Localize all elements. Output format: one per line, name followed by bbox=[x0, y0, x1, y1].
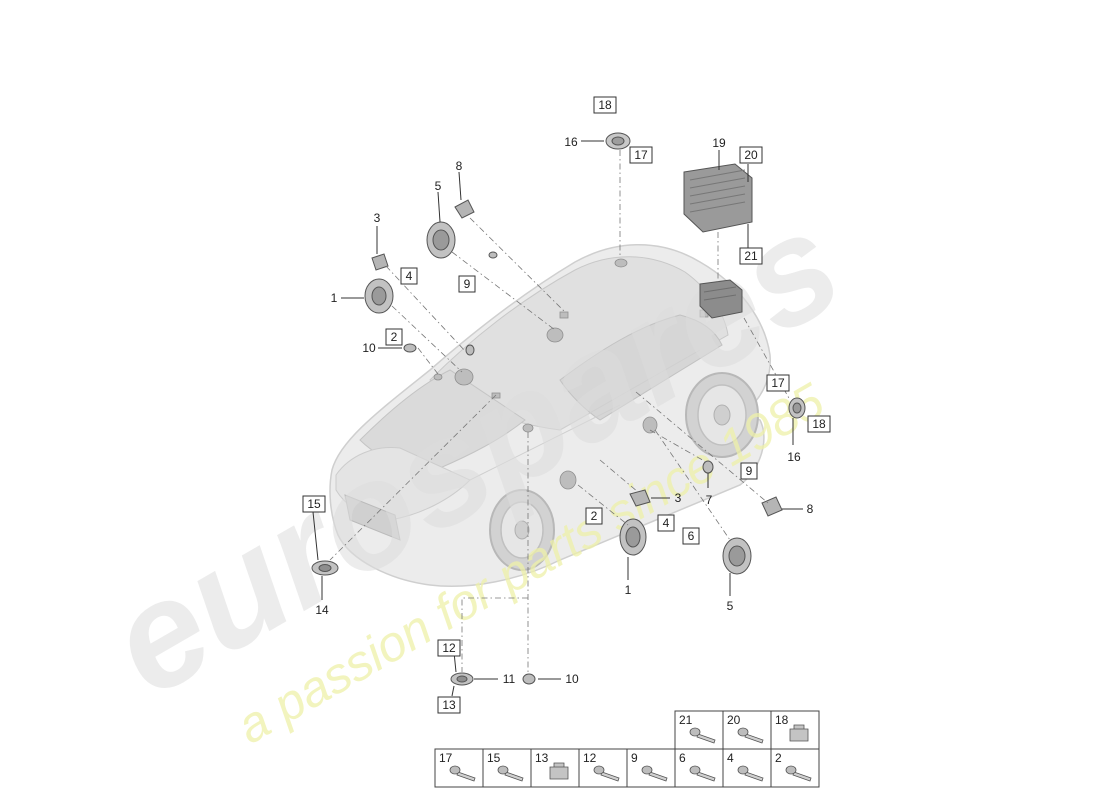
callout-17-top[interactable]: 17 bbox=[634, 148, 648, 162]
callout-5-left[interactable]: 5 bbox=[435, 179, 442, 193]
callout-10-bottom[interactable]: 10 bbox=[565, 672, 579, 686]
speaker-1-bottom[interactable] bbox=[619, 518, 647, 556]
clip-nut-icon bbox=[549, 762, 569, 780]
screw-icon bbox=[737, 727, 764, 744]
fastener-label: 21 bbox=[679, 713, 693, 727]
screw-icon bbox=[737, 765, 764, 782]
speaker-1-left[interactable] bbox=[364, 278, 394, 314]
callout-18-right[interactable]: 18 bbox=[812, 417, 826, 431]
bracket-3-mid[interactable] bbox=[629, 489, 651, 507]
speaker-5-bottom[interactable] bbox=[722, 537, 752, 575]
fastener-cell-21[interactable]: 21 bbox=[674, 710, 724, 750]
callout-boxes bbox=[302, 96, 831, 714]
screw-icon bbox=[449, 765, 476, 782]
callout-1-left[interactable]: 1 bbox=[331, 291, 338, 305]
callout-3-mid[interactable]: 3 bbox=[675, 491, 682, 505]
clip-7[interactable] bbox=[702, 460, 714, 474]
fastener-label: 6 bbox=[679, 751, 686, 765]
fastener-cell-6[interactable]: 6 bbox=[674, 748, 724, 788]
fastener-label: 9 bbox=[631, 751, 638, 765]
installed-speakers bbox=[433, 258, 709, 490]
speaker-14[interactable] bbox=[311, 560, 339, 576]
callout-19[interactable]: 19 bbox=[712, 136, 726, 150]
callout-17-right[interactable]: 17 bbox=[771, 376, 785, 390]
fastener-label: 17 bbox=[439, 751, 453, 765]
fastener-label: 4 bbox=[727, 751, 734, 765]
callout-4-mid[interactable]: 4 bbox=[663, 516, 670, 530]
clip-nut-icon bbox=[789, 724, 809, 742]
callout-9-left[interactable]: 9 bbox=[464, 277, 471, 291]
bracket-3-left[interactable] bbox=[371, 253, 389, 271]
callout-18-top[interactable]: 18 bbox=[598, 98, 612, 112]
car-side-window bbox=[559, 314, 723, 421]
fastener-cell-4[interactable]: 4 bbox=[722, 748, 772, 788]
clip-10-bottom[interactable] bbox=[522, 673, 536, 685]
callout-16-right[interactable]: 16 bbox=[787, 450, 801, 464]
clip-10-left[interactable] bbox=[403, 343, 417, 353]
fastener-cell-12[interactable]: 12 bbox=[578, 748, 628, 788]
callout-13[interactable]: 13 bbox=[442, 698, 456, 712]
screw-icon bbox=[497, 765, 524, 782]
callout-20[interactable]: 20 bbox=[744, 148, 758, 162]
speaker-11[interactable] bbox=[450, 672, 474, 686]
clip-9-left[interactable] bbox=[488, 251, 498, 259]
callout-1-bottom[interactable]: 1 bbox=[625, 583, 632, 597]
fastener-label: 13 bbox=[535, 751, 549, 765]
callout-8-left[interactable]: 8 bbox=[456, 159, 463, 173]
callout-6[interactable]: 6 bbox=[688, 529, 695, 543]
fastener-cell-13[interactable]: 13 bbox=[530, 748, 580, 788]
callout-9-right[interactable]: 9 bbox=[746, 464, 753, 478]
car-grille bbox=[344, 494, 401, 541]
fastener-label: 12 bbox=[583, 751, 597, 765]
screw-icon bbox=[785, 765, 812, 782]
screw-icon bbox=[641, 765, 668, 782]
fastener-cell-15[interactable]: 15 bbox=[482, 748, 532, 788]
callout-16-top[interactable]: 16 bbox=[564, 135, 578, 149]
callout-2-mid[interactable]: 2 bbox=[591, 509, 598, 523]
callout-2-left[interactable]: 2 bbox=[391, 330, 398, 344]
fastener-cell-18[interactable]: 18 bbox=[770, 710, 820, 750]
rear-wheel bbox=[685, 372, 759, 458]
screw-icon bbox=[689, 765, 716, 782]
callout-14[interactable]: 14 bbox=[315, 603, 329, 617]
callout-3-left[interactable]: 3 bbox=[374, 211, 381, 225]
fastener-label: 2 bbox=[775, 751, 782, 765]
fastener-cell-17[interactable]: 17 bbox=[434, 748, 484, 788]
speaker-16-right[interactable] bbox=[788, 397, 806, 419]
fastener-cell-20[interactable]: 20 bbox=[722, 710, 772, 750]
callout-15[interactable]: 15 bbox=[307, 497, 321, 511]
front-wheel bbox=[489, 489, 555, 571]
callout-labels: 18 16 17 19 20 21 8 5 3 4 9 1 2 10 17 18… bbox=[307, 98, 826, 712]
callout-10-left[interactable]: 10 bbox=[362, 341, 376, 355]
leader-lines bbox=[312, 140, 803, 697]
callout-4-left[interactable]: 4 bbox=[406, 269, 413, 283]
callout-8-right[interactable]: 8 bbox=[807, 502, 814, 516]
screw-icon bbox=[593, 765, 620, 782]
fastener-label: 18 bbox=[775, 713, 789, 727]
speaker-5-left[interactable] bbox=[426, 221, 456, 259]
amplifier-19[interactable] bbox=[683, 163, 753, 233]
callout-11[interactable]: 11 bbox=[503, 672, 516, 686]
exploded-parts bbox=[311, 132, 806, 686]
bracket-8-left[interactable] bbox=[454, 199, 475, 219]
grommet-left[interactable] bbox=[465, 344, 475, 356]
car-illustration bbox=[329, 244, 771, 588]
callout-7[interactable]: 7 bbox=[706, 493, 713, 507]
assembly-lines bbox=[329, 150, 791, 672]
callout-12[interactable]: 12 bbox=[442, 641, 456, 655]
bracket-8-right[interactable] bbox=[761, 496, 783, 517]
control-module[interactable] bbox=[699, 279, 743, 319]
fastener-grid: 21 20 18 17 15 13 12 9 6 4 2 bbox=[434, 710, 820, 788]
fastener-label: 15 bbox=[487, 751, 501, 765]
callout-5-bottom[interactable]: 5 bbox=[727, 599, 734, 613]
fastener-cell-2[interactable]: 2 bbox=[770, 748, 820, 788]
callout-21[interactable]: 21 bbox=[744, 249, 758, 263]
screw-icon bbox=[689, 727, 716, 744]
speaker-16-top[interactable] bbox=[605, 132, 631, 150]
fastener-label: 20 bbox=[727, 713, 741, 727]
fastener-cell-9[interactable]: 9 bbox=[626, 748, 676, 788]
